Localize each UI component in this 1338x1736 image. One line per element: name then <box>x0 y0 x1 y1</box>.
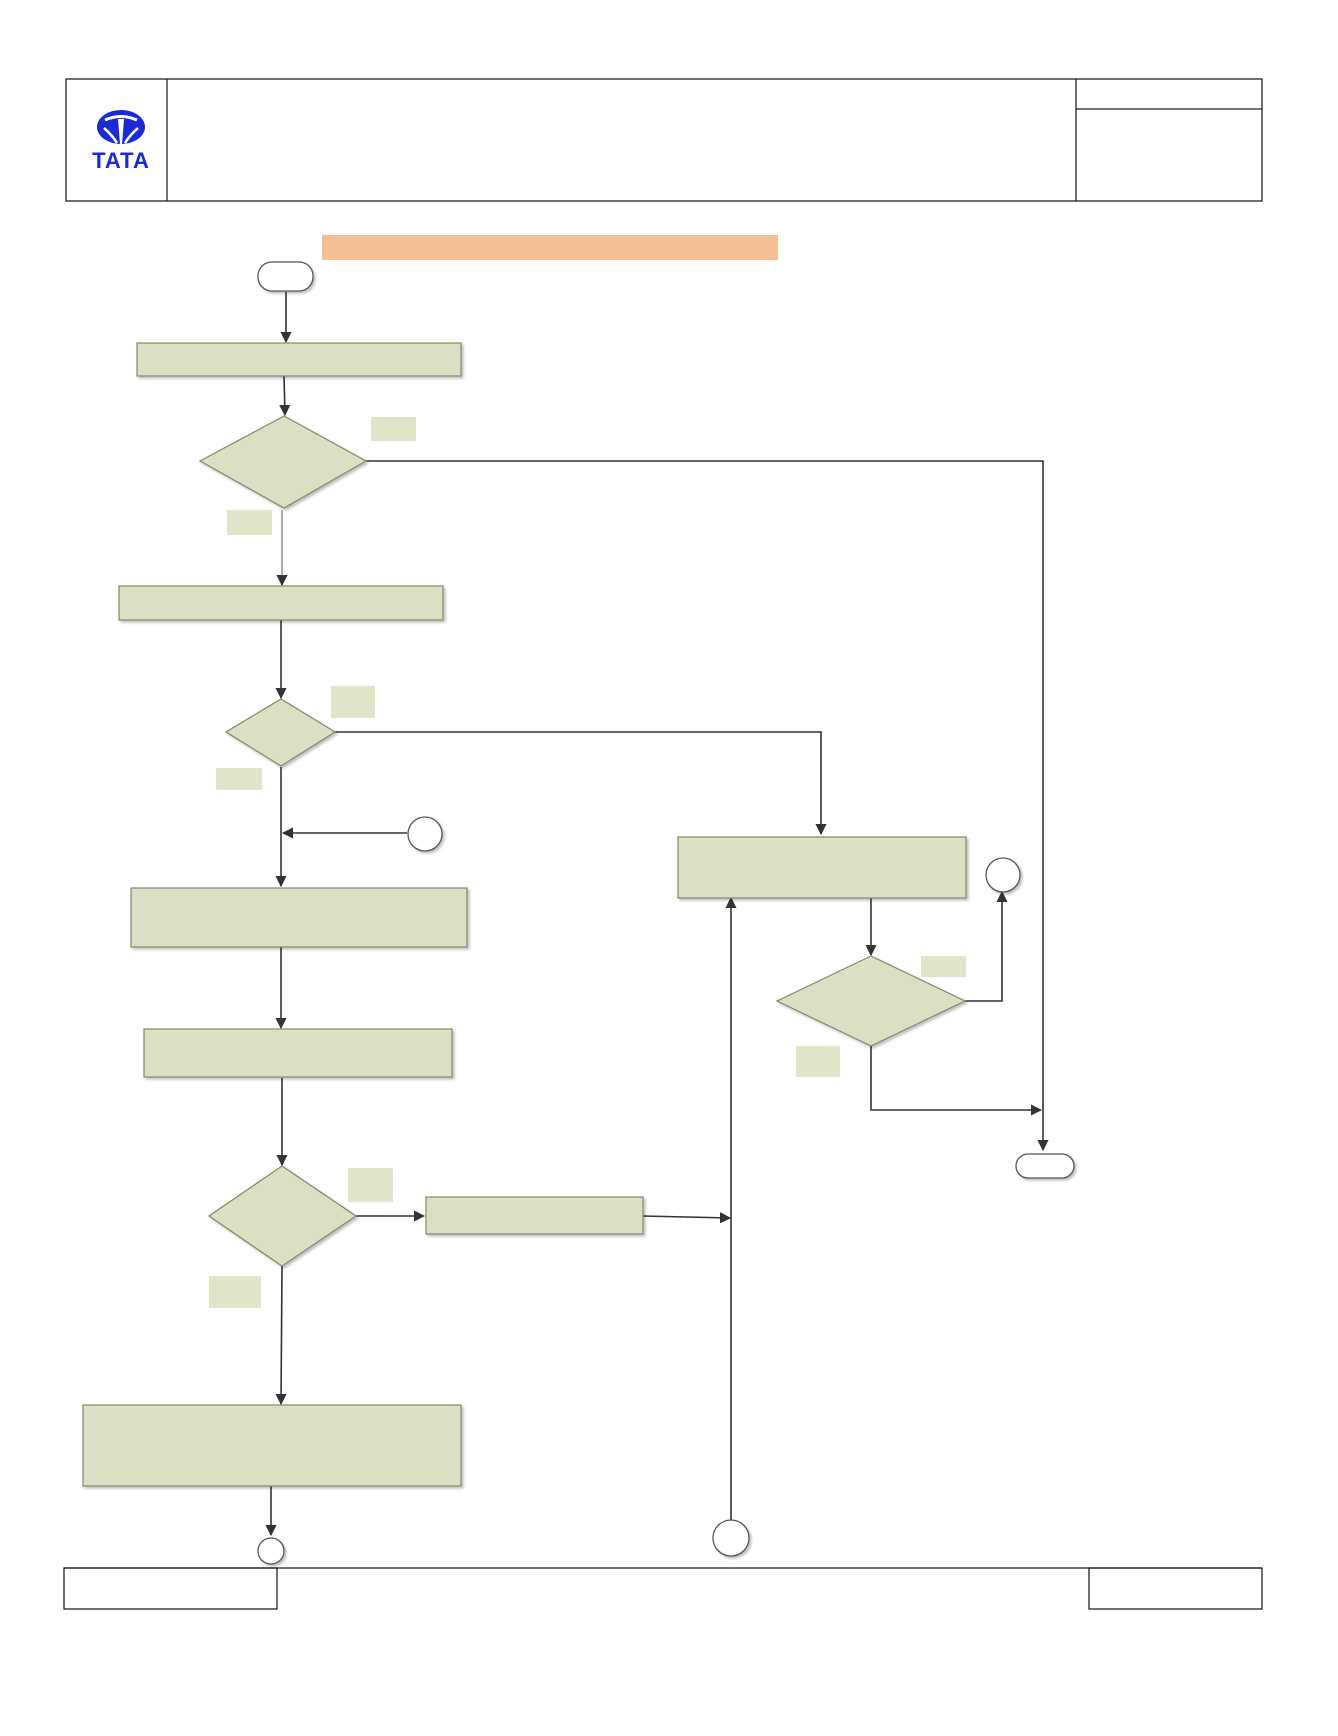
title-banner <box>322 235 778 260</box>
footer-block <box>63 1567 1263 1610</box>
branch-label-d4-right <box>921 956 966 977</box>
process-boxes <box>82 342 967 1487</box>
connector-circle-right <box>985 857 1021 893</box>
branch-label-d4-down <box>796 1046 840 1077</box>
connector-circle-bottom-right <box>712 1519 750 1557</box>
process-side-step <box>425 1196 644 1235</box>
process-right-step <box>677 836 967 899</box>
process-step-3 <box>130 887 468 948</box>
branch-labels <box>209 417 966 1308</box>
end-terminator <box>1015 1153 1075 1179</box>
header-block: TATA <box>65 78 1263 202</box>
decision-4 <box>775 955 967 1047</box>
flow-decision4-to-connector <box>965 890 1008 1002</box>
flow-decision1-to-end <box>366 460 1049 1152</box>
process-step-2 <box>118 585 444 621</box>
start-terminator <box>257 261 314 292</box>
decision-2 <box>224 698 337 767</box>
decision-1 <box>198 415 368 509</box>
footer-cell-left <box>63 1567 278 1610</box>
connector-circles <box>257 816 1021 1565</box>
connector-circle-in <box>407 816 443 852</box>
branch-label-d1-down <box>227 510 272 535</box>
process-final-step <box>82 1404 462 1487</box>
flow-decision2-to-right-step <box>335 731 827 836</box>
connector-circle-bottom-left <box>257 1537 285 1565</box>
footer-cell-right <box>1088 1567 1263 1610</box>
process-step-4 <box>143 1028 453 1078</box>
header-frame <box>65 78 1263 202</box>
decision-diamonds <box>198 415 967 1267</box>
branch-label-d2-right <box>331 686 375 718</box>
flow-decision4-to-end <box>870 1046 1043 1116</box>
flow-decision3-to-final-step <box>275 1265 287 1406</box>
flow-side-step-to-return <box>642 1212 732 1224</box>
flow-step1-to-decision1 <box>279 374 291 417</box>
branch-label-d3-right <box>348 1168 393 1202</box>
branch-label-d2-down <box>216 768 262 790</box>
branch-label-d3-down <box>209 1276 261 1308</box>
logo-wordmark: TATA <box>92 148 150 173</box>
connectors <box>265 292 1049 1537</box>
process-step-1 <box>136 342 462 377</box>
decision-3 <box>207 1165 358 1267</box>
tata-logo: TATA <box>92 110 150 173</box>
branch-label-d1-right <box>371 417 416 441</box>
